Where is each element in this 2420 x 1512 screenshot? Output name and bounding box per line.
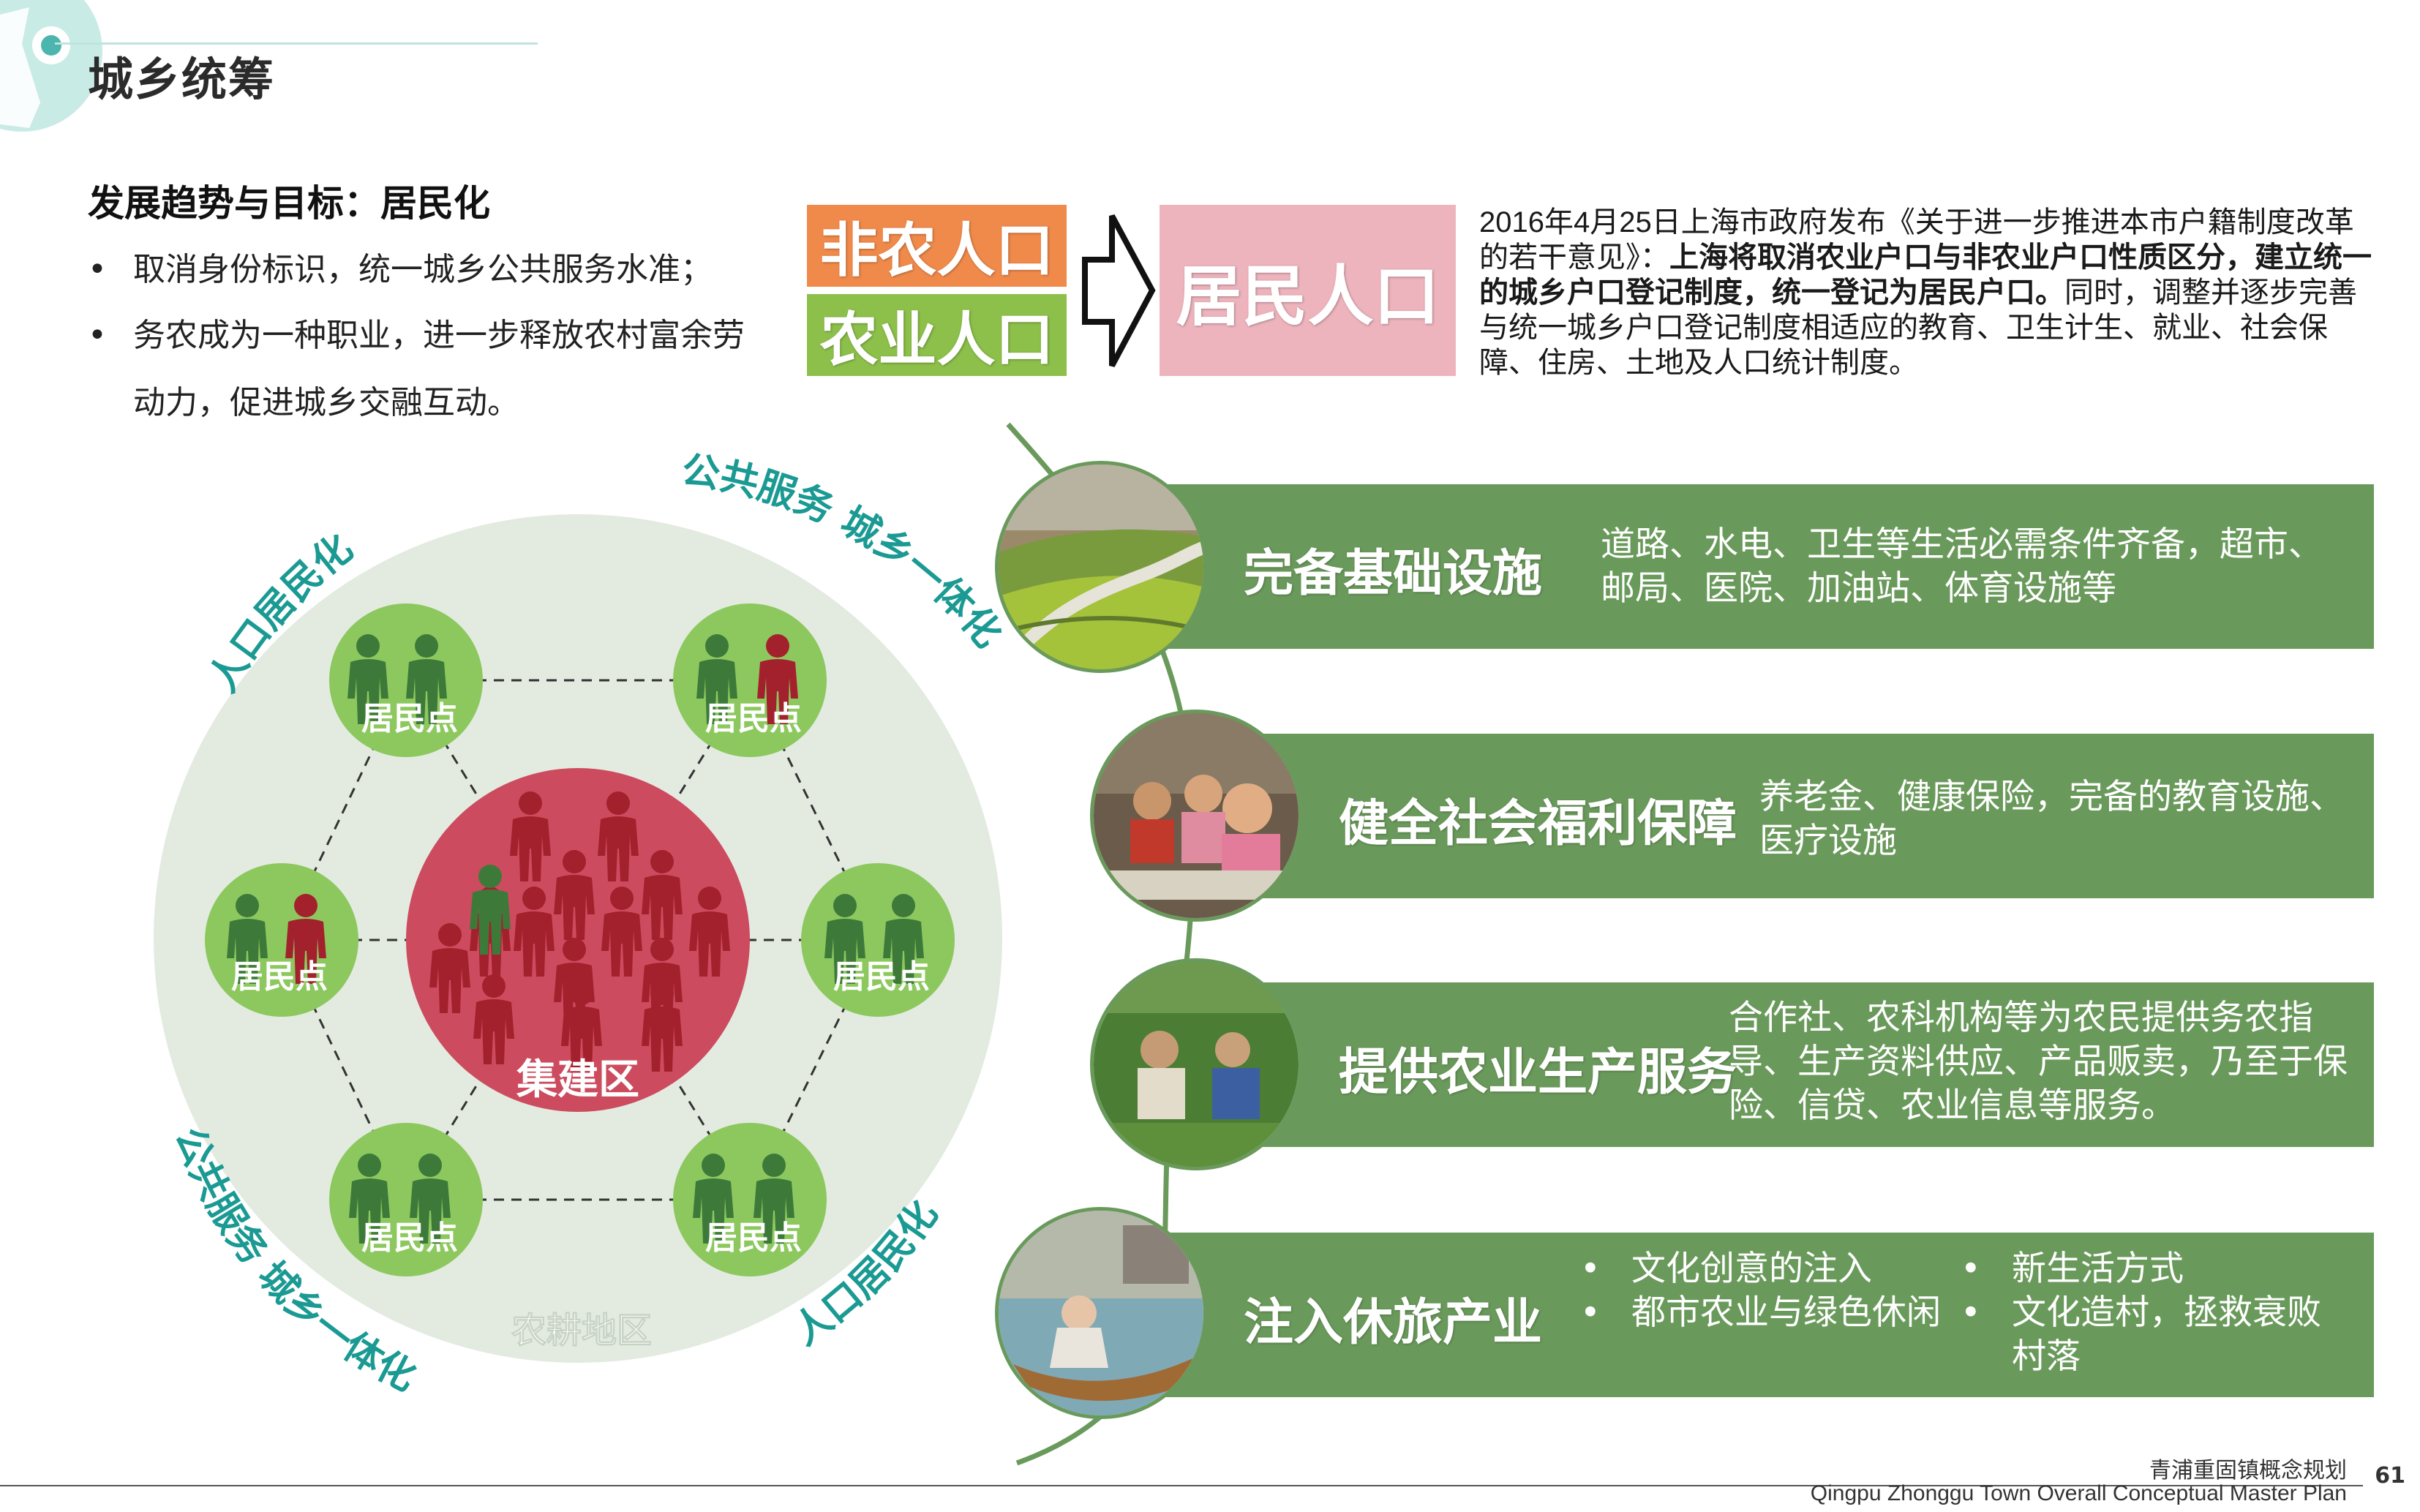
bullet-item: • 务农成为一种职业，进一步释放农村富余劳: [88, 304, 745, 368]
feature-bar: [1163, 1233, 2374, 1397]
bullet-marker: •: [88, 251, 107, 288]
svg-text:居民点: 居民点: [705, 700, 802, 737]
settlement-node: 居民点: [329, 603, 483, 757]
field-workers-photo: [1090, 958, 1302, 1170]
feature-bar: [1163, 484, 2374, 649]
policy-intro: 2016年4月25日上海市政府发布《关于进一步推进本市户籍制度改革的若干意见》：: [1479, 206, 2354, 274]
school-children-photo: [1090, 710, 1302, 922]
feature-title: 提供农业生产服务: [1339, 1044, 1737, 1102]
bullet-marker: •: [88, 317, 107, 354]
feature-description: 合作社、农科机构等为农民提供务农指导、生产资料供应、产品贩卖，乃至于保险、信贷、…: [1729, 998, 2348, 1126]
feature-bar: [1163, 734, 2374, 898]
footer-title-cn: 青浦重固镇概念规划: [2149, 1458, 2347, 1483]
feature-title: 注入休旅产业: [1244, 1294, 1543, 1352]
svg-text:居民点: 居民点: [361, 700, 458, 737]
settlement-node: 居民点: [329, 1123, 483, 1276]
svg-text:居民点: 居民点: [833, 958, 930, 996]
page-number: 61: [2375, 1463, 2405, 1489]
bullet-text: 务农成为一种职业，进一步释放农村富余劳: [133, 317, 745, 354]
page-title: 城乡统筹: [88, 53, 276, 106]
footer-rule: [0, 1485, 2363, 1486]
terraced-road-photo: [995, 461, 1207, 673]
header-rule: [55, 42, 538, 45]
bullet-continuation: 动力，促进城乡交融互动。: [133, 384, 519, 421]
corner-logo-icon: [0, 0, 102, 132]
svg-text:居民点: 居民点: [361, 1219, 458, 1257]
section-heading: 发展趋势与目标：居民化: [88, 182, 490, 225]
policy-rest: 同时，调整并逐步完善与统一城乡户口登记制度相适应的教育、卫生计生、就业、社会保障…: [1479, 277, 2357, 379]
feature-list-item: •文化造村，拯救衰败村落: [1961, 1293, 2321, 1377]
settlement-node: 居民点: [673, 1123, 827, 1276]
footer-title-en: Qingpu Zhonggu Town Overall Conceptual M…: [1810, 1481, 2347, 1505]
boat-woman-photo: [995, 1207, 1207, 1419]
feature-list-item: •都市农业与绿色休闲: [1580, 1293, 1941, 1333]
center-label: 集建区: [516, 1056, 639, 1104]
policy-bold: 上海将取消农业户口与非农业户口性质区分，建立统一的城乡户口登记制度，统一登记为居…: [1479, 241, 2372, 309]
non-agri-population-box: 非农人口: [807, 205, 1067, 287]
feature-description: 养老金、健康保险，完备的教育设施、医疗设施: [1759, 777, 2344, 861]
svg-text:居民点: 居民点: [231, 958, 328, 996]
feature-description: 道路、水电、卫生等生活必需条件齐备，超市、邮局、医院、加油站、体育设施等: [1601, 524, 2323, 609]
feature-bar: [1163, 982, 2374, 1147]
feature-list-item: •新生活方式: [1961, 1249, 2184, 1289]
agri-population-box: 农业人口: [807, 294, 1067, 376]
resident-population-box: 居民人口: [1160, 205, 1456, 376]
policy-paragraph: 2016年4月25日上海市政府发布《关于进一步推进本市户籍制度改革的若干意见》：…: [1479, 205, 2372, 380]
feature-title: 健全社会福利保障: [1339, 795, 1737, 853]
bullet-item: • 取消身份标识，统一城乡公共服务水准；: [88, 238, 713, 302]
bullet-text: 取消身份标识，统一城乡公共服务水准；: [133, 251, 713, 288]
settlement-diagram: 人口居民化 公共服务 城乡一体化 公共服务 城乡一体化 人口居民化 集建: [154, 448, 1010, 1400]
farmland-label: 农耕地区: [511, 1310, 652, 1351]
settlement-node: 居民点: [673, 603, 827, 757]
feature-list-item: •文化创意的注入: [1580, 1249, 1872, 1289]
feature-title: 完备基础设施: [1244, 545, 1543, 603]
settlement-node: 居民点: [205, 863, 358, 1017]
settlement-node: 居民点: [801, 863, 955, 1017]
right-arrow-icon: [1082, 214, 1156, 367]
svg-text:居民点: 居民点: [705, 1219, 802, 1257]
